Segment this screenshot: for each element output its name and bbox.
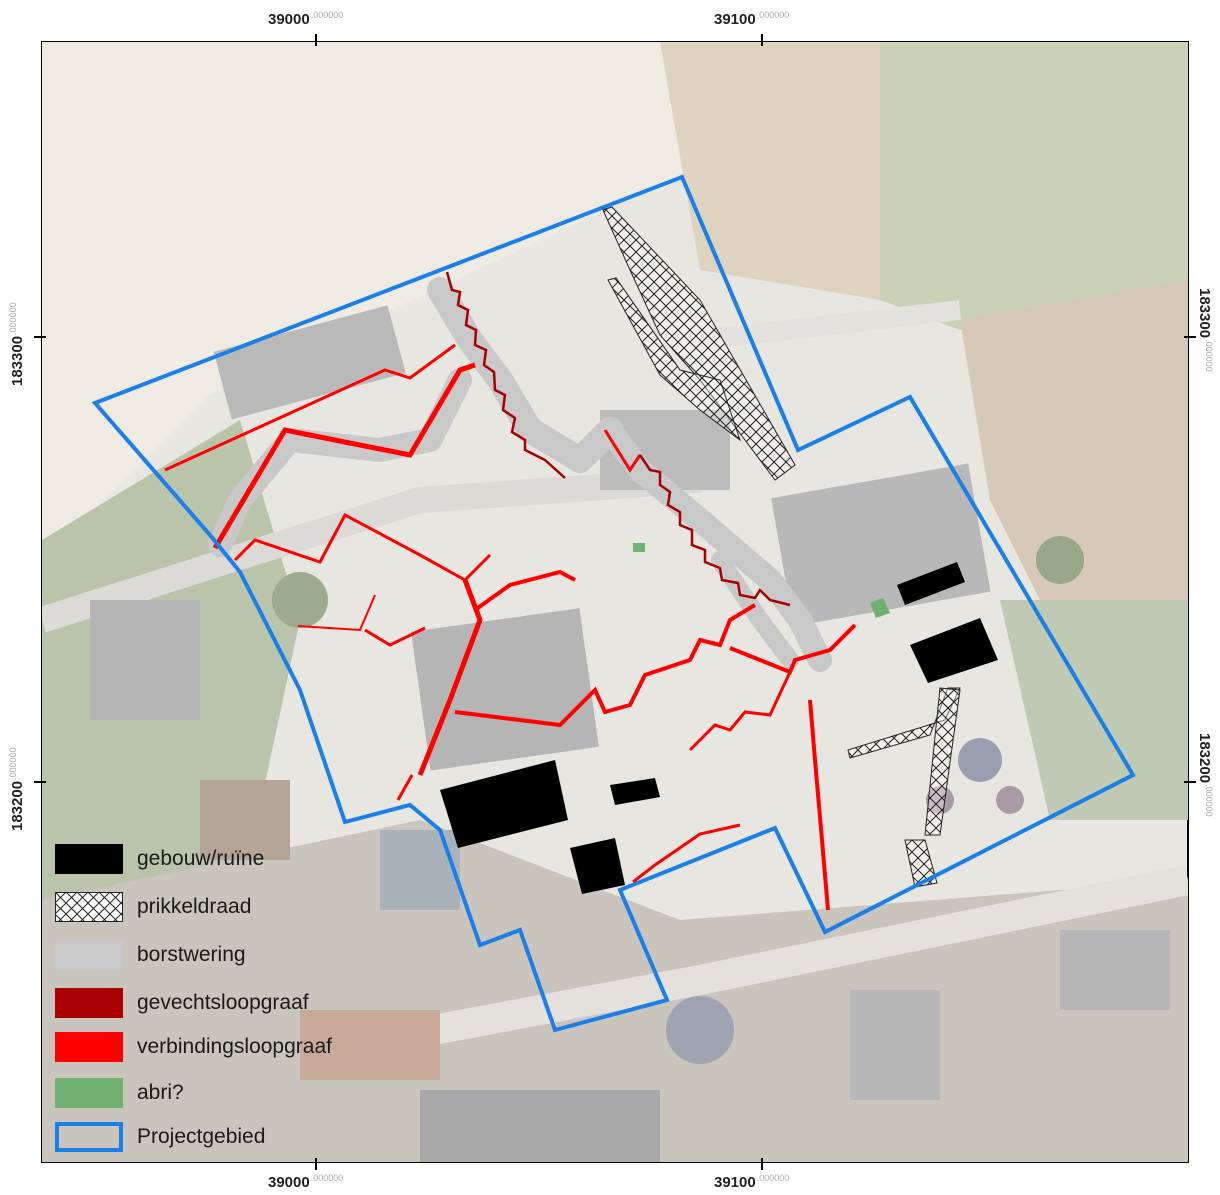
- gebouw-layer: [440, 562, 998, 894]
- tick-label-x-bottom-1: 39000.000000: [268, 1173, 344, 1191]
- tick-label-x-bottom-2: 39100.000000: [714, 1173, 790, 1191]
- legend-item-projectgebied: Projectgebied: [55, 1120, 265, 1154]
- legend-swatch-borstwering: [55, 940, 123, 970]
- tick-label-y-left-1: 183300.000000: [8, 302, 26, 386]
- legend-item-verbindingsloopgraaf: verbindingsloopgraaf: [55, 1030, 332, 1064]
- gevechtsloopgraaf-layer: [445, 271, 791, 607]
- legend-item-prikkeldraad: prikkeldraad: [55, 890, 251, 924]
- legend-label-gebouw: gebouw/ruïne: [137, 847, 265, 870]
- frame-ticks: [34, 34, 1196, 1170]
- tick-label-y-right-1: 183300.000000: [1196, 288, 1214, 372]
- legend-label-abri: abri?: [137, 1081, 184, 1104]
- legend-label-borstwering: borstwering: [137, 943, 246, 966]
- legend-item-gevechtsloopgraaf: gevechtsloopgraaf: [55, 986, 309, 1020]
- legend-item-abri: abri?: [55, 1076, 184, 1110]
- legend-item-borstwering: borstwering: [55, 938, 246, 972]
- tick-label-x-top-1: 39000.000000: [268, 10, 344, 28]
- legend-label-prikkeldraad: prikkeldraad: [137, 895, 252, 918]
- legend-swatch-gevechtsloopgraaf: [55, 988, 123, 1018]
- prikkeldraad-layer: [602, 206, 961, 888]
- tick-label-y-right-2: 183200.000000: [1196, 733, 1214, 817]
- map-features: [91, 174, 1136, 1033]
- legend-label-gevechtsloopgraaf: gevechtsloopgraaf: [137, 991, 309, 1014]
- abri-layer: [633, 543, 890, 618]
- legend-label-verbindingsloopgraaf: verbindingsloopgraaf: [137, 1035, 332, 1058]
- legend-swatch-projectgebied: [55, 1122, 123, 1152]
- tick-label-y-left-2: 183200.000000: [8, 747, 26, 831]
- legend-item-gebouw: gebouw/ruïne: [55, 842, 264, 876]
- legend-swatch-abri: [55, 1078, 123, 1108]
- legend-swatch-verbindingsloopgraaf: [55, 1032, 123, 1062]
- tick-label-x-top-2: 39100.000000: [714, 10, 790, 28]
- verbindingsloopgraaf-layer: [164, 343, 857, 911]
- legend-label-projectgebied: Projectgebied: [137, 1125, 266, 1148]
- projectgebied-outline: [91, 174, 1136, 1033]
- legend-swatch-prikkeldraad: [55, 892, 123, 922]
- legend-swatch-gebouw: [55, 844, 123, 874]
